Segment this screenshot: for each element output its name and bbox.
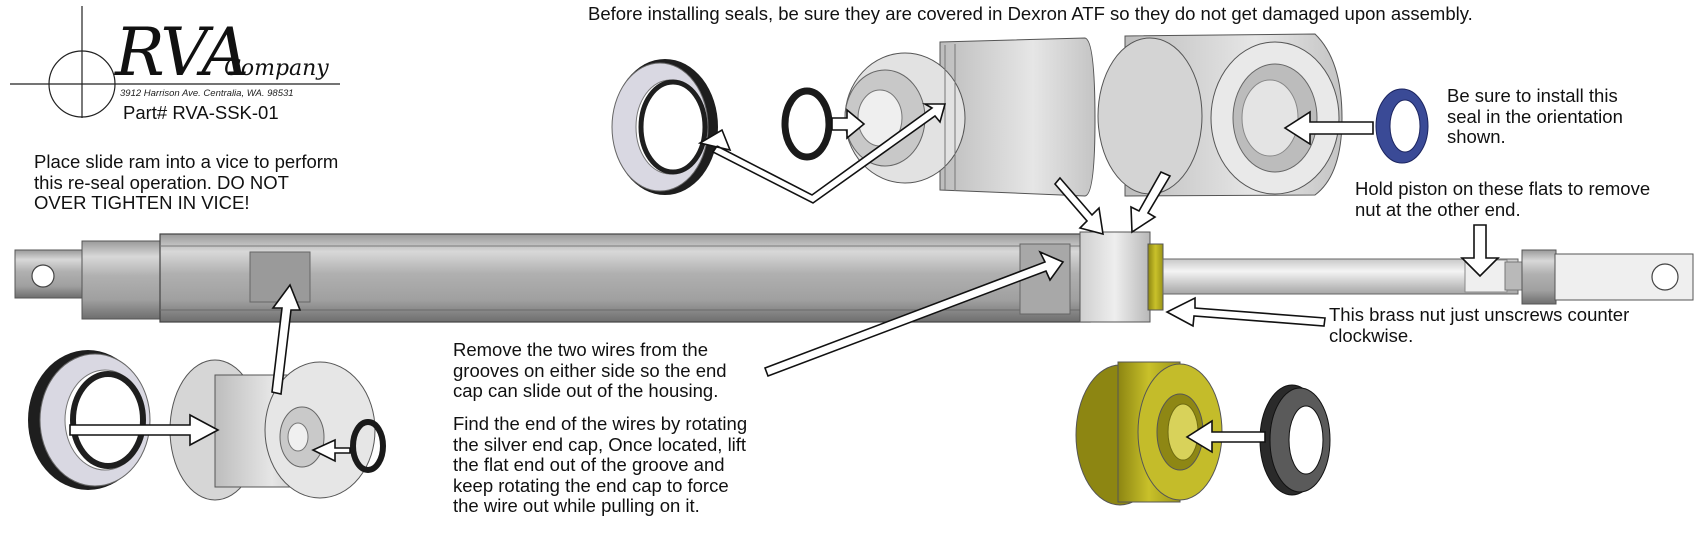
arrow-brass-nut [1165,296,1326,328]
flats-note: Hold piston on these flats to remove nut… [1355,178,1651,220]
piston-rod [1162,249,1694,305]
brass-nut-part [1075,361,1223,506]
upper-nut-part [1097,33,1343,197]
upper-end-cap-part [844,37,1096,197]
vice-note-line: Place slide ram into a vice to perform [34,151,339,172]
arrow-black-seal [1185,419,1266,454]
orientation-note-line: Be sure to install this [1447,85,1618,106]
brass-nut-note-line: This brass nut just unscrews counter [1329,304,1630,325]
arrow-upper-o-ring [831,108,866,140]
vice-note: Place slide ram into a vice to perform t… [34,151,339,214]
rotate-note-line: the wire out while pulling on it. [453,495,700,516]
rotate-note-line: the flat end out of the groove and [453,454,725,475]
part-number: Part# RVA-SSK-01 [123,102,279,123]
logo-company: Company [224,56,329,81]
logo-address: 3912 Harrison Ave. Centralia, WA. 98531 [120,88,294,99]
rotate-note: Find the end of the wires by rotating th… [453,413,748,517]
lower-o-ring [350,419,386,473]
arrow-cap-left [1053,176,1104,236]
rotate-note-line: the silver end cap, Once located, lift [453,433,747,455]
vice-note-line: this re-seal operation. DO NOT [34,171,289,193]
top-seal-note: Before installing seals, be sure they ar… [588,3,1473,24]
arrow-flats [1460,224,1500,278]
wires-note-line: cap can slide out of the housing. [453,380,719,401]
logo-brand: RVA [115,14,249,91]
lower-left-seal-ring [28,350,151,490]
arrow-lower-o-ring [311,438,351,463]
wires-note-line: grooves on either side so the end [453,359,727,381]
orientation-note-line: shown. [1447,126,1506,147]
black-seal [1259,384,1331,496]
vice-note-line: OVER TIGHTEN IN VICE! [34,192,250,213]
arrow-to-inner-groove [271,283,302,395]
logo-crosshair [10,6,340,118]
brass-nut [1147,243,1164,311]
arrow-blue-seal [1283,110,1374,146]
arrows [69,103,1500,463]
brass-nut-note: This brass nut just unscrews counter clo… [1329,304,1630,346]
arrow-wires [763,250,1065,378]
rotate-note-line: Find the end of the wires by rotating [453,413,748,434]
orientation-note-line: seal in the orientation [1447,105,1623,127]
brass-nut-note-line: clockwise. [1329,324,1414,346]
upper-o-ring [781,87,833,161]
flats-note-line: Hold piston on these flats to remove [1355,178,1651,199]
wires-note-line: Remove the two wires from the [453,339,708,360]
arrow-lower-seal [69,413,220,447]
wires-note: Remove the two wires from the grooves on… [453,339,727,402]
flats-note-line: nut at the other end. [1355,198,1521,220]
silver-end-cap [1079,231,1151,323]
blue-seal [1375,88,1429,164]
upper-seal-ring [611,59,718,195]
orientation-note: Be sure to install this seal in the orie… [1447,85,1623,148]
arrow-top-seal-v [697,103,947,204]
slide-ram-housing [14,233,1091,323]
rotate-note-line: keep rotating the end cap to force [453,474,729,496]
arrow-cap-right [1130,170,1172,234]
